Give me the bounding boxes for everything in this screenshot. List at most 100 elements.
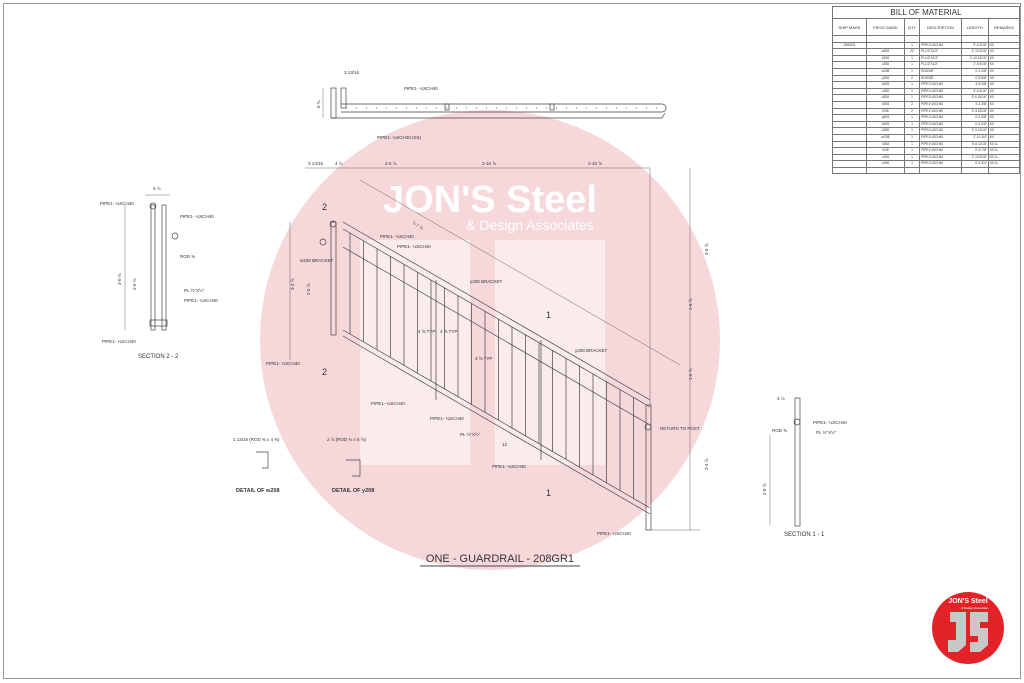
bom-cell: PIPE1¼SCH40 bbox=[919, 147, 962, 155]
bom-header: QTY bbox=[903, 18, 921, 36]
elev-dim: 2-10 ⅞ bbox=[482, 161, 496, 166]
bom-cell: ROD3/8" bbox=[919, 74, 962, 83]
bom-header: PIECE MARK bbox=[866, 18, 905, 36]
bom-cell: 2 bbox=[903, 74, 921, 83]
sec11-label: PIPE1- ¼SCH40 bbox=[813, 420, 847, 425]
bom-cell: K0 bbox=[987, 120, 1021, 129]
bom-cell: PIPE1¼SCH40 bbox=[919, 100, 962, 109]
bracket-label: y208 BRACKET bbox=[575, 348, 608, 353]
bom-cell: 3'-4 13/16" bbox=[960, 107, 989, 116]
elev-dim: 4 ⅞ bbox=[335, 161, 343, 166]
railing-elevation bbox=[289, 167, 700, 531]
drawing-title: ONE - GUARDRAIL - 208GR1 bbox=[426, 553, 574, 565]
sec22-dim: 6 ⅞ bbox=[153, 186, 161, 191]
bom-cell: PL1/2"X1/2" bbox=[919, 48, 962, 56]
sec22-dim: 2-6 ⅞ bbox=[132, 278, 137, 290]
bom-cell: g208 bbox=[866, 114, 905, 122]
bom-cell: 1 bbox=[903, 61, 921, 69]
bom-cell: PIPE1¼SCH40 bbox=[919, 81, 962, 89]
return-label: RETURN TO POST bbox=[660, 426, 700, 431]
bom-cell: PIPE1¼SCH40 bbox=[919, 114, 962, 122]
pipe-label: PIPE1- ¼SCH40 bbox=[492, 464, 526, 469]
bracket-label: y208 BRACKET bbox=[470, 279, 503, 284]
bom-cell bbox=[831, 94, 868, 102]
bom-cell bbox=[960, 166, 989, 175]
bom-cell: PIPE1¼SCH40 bbox=[919, 160, 962, 168]
bom-cell: PIPE1¼SCH40 bbox=[919, 153, 962, 162]
bom-cell: f208 bbox=[866, 107, 905, 116]
sec22-label: PL ½"X½" bbox=[184, 287, 205, 293]
section-2-2-drawing bbox=[124, 194, 179, 331]
bom-cell: t208 bbox=[866, 147, 905, 155]
bom-cell: K0 bbox=[987, 107, 1021, 116]
pipe-label: PIPE1- ¼SCH40 bbox=[597, 531, 631, 536]
bom-cell: 1 bbox=[903, 67, 921, 76]
bom-cell: 208GR1 bbox=[831, 41, 868, 50]
elev-diag-dim: 7-7 ⅞ bbox=[412, 221, 425, 231]
logo-sub: & Design Associates bbox=[961, 606, 989, 610]
bom-cell bbox=[831, 74, 868, 83]
bom-cell: PL1/2"X1/2" bbox=[919, 54, 962, 63]
section-2-2-title: SECTION 2 - 2 bbox=[138, 354, 179, 360]
bom-cell: 1 bbox=[903, 127, 921, 135]
bom-cell bbox=[831, 107, 868, 116]
bom-cell: K0 bbox=[987, 54, 1021, 63]
bom-cell: 1 bbox=[903, 160, 921, 168]
bom-cell: 1 bbox=[903, 94, 921, 102]
bom-cell: 2'-10 9/16" bbox=[960, 48, 989, 56]
bom-cell bbox=[831, 147, 868, 155]
sec22-dim: 3-0 ⅞ bbox=[117, 273, 122, 285]
watermark: JON'S Steel & Design Associates bbox=[260, 110, 720, 570]
bom-cell: K0 bbox=[987, 87, 1021, 96]
bom-cell: a208 bbox=[866, 48, 905, 56]
section-mark-2: 2 bbox=[322, 202, 327, 212]
bom-cell: 0'-4 3/8" bbox=[960, 67, 989, 76]
bom-cell: 1 bbox=[903, 41, 921, 50]
watermark-name: JON'S Steel bbox=[383, 179, 597, 221]
bom-cell bbox=[831, 81, 868, 89]
section-mark-1-bottom: 1 bbox=[546, 488, 551, 498]
bom-header: DESCRIPTION bbox=[919, 18, 962, 36]
bom-cell bbox=[831, 140, 868, 149]
plan-pipe-label: PIPE1- ¼SCH40 bbox=[404, 86, 438, 91]
bom-cell: K0 bbox=[987, 81, 1021, 89]
sheet-border bbox=[3, 3, 1021, 679]
typ-dim: 3 ⅝ TYP bbox=[475, 356, 492, 361]
bom-cell bbox=[831, 127, 868, 135]
bom-cell: 0'-4 3/4" bbox=[960, 160, 989, 168]
watermark-j-shape bbox=[360, 240, 470, 465]
detail-y208-title: DETAIL OF y208 bbox=[332, 488, 374, 494]
detail-w208-title: DETAIL OF w208 bbox=[236, 488, 280, 494]
watermark-s-shape bbox=[495, 240, 605, 465]
bom-cell: 0'-4 5/8" bbox=[960, 114, 989, 122]
detail-w-note: 1 13/16 (ROD ⅜ x 4 ⅜) bbox=[233, 437, 280, 442]
bom-cell: 1 bbox=[903, 147, 921, 155]
elev-dim: 3 13/16 bbox=[308, 161, 324, 166]
bom-cell: PIPE1¼SCH40 bbox=[919, 133, 962, 142]
pipe-label: PIPE1- ¼SCH40 bbox=[380, 234, 414, 239]
left-dim: 3-3 ⅞ bbox=[290, 278, 295, 290]
bom-cell: K0 bbox=[987, 41, 1021, 50]
bom-cell: K0 LL bbox=[987, 160, 1021, 168]
bom-cell: ROD3/8" bbox=[919, 67, 962, 76]
bom-cell: 5'-6 11/16" bbox=[960, 140, 989, 149]
bom-cell bbox=[866, 166, 905, 175]
bom-cell: m208 bbox=[866, 133, 905, 142]
bom-cell: d208 bbox=[866, 94, 905, 102]
right-dim: 3-6 ⅞ bbox=[704, 243, 709, 255]
sec22-label: ROD ⅜ bbox=[180, 254, 195, 259]
pipe-label: PIPE1- ¼SCH40 bbox=[397, 244, 431, 249]
bom-cell: 2'-10 13/16" bbox=[960, 54, 989, 63]
right-dim: 3-4 ⅞ bbox=[704, 458, 709, 470]
bom-cell: K0 bbox=[987, 114, 1021, 122]
bom-cell bbox=[831, 100, 868, 109]
